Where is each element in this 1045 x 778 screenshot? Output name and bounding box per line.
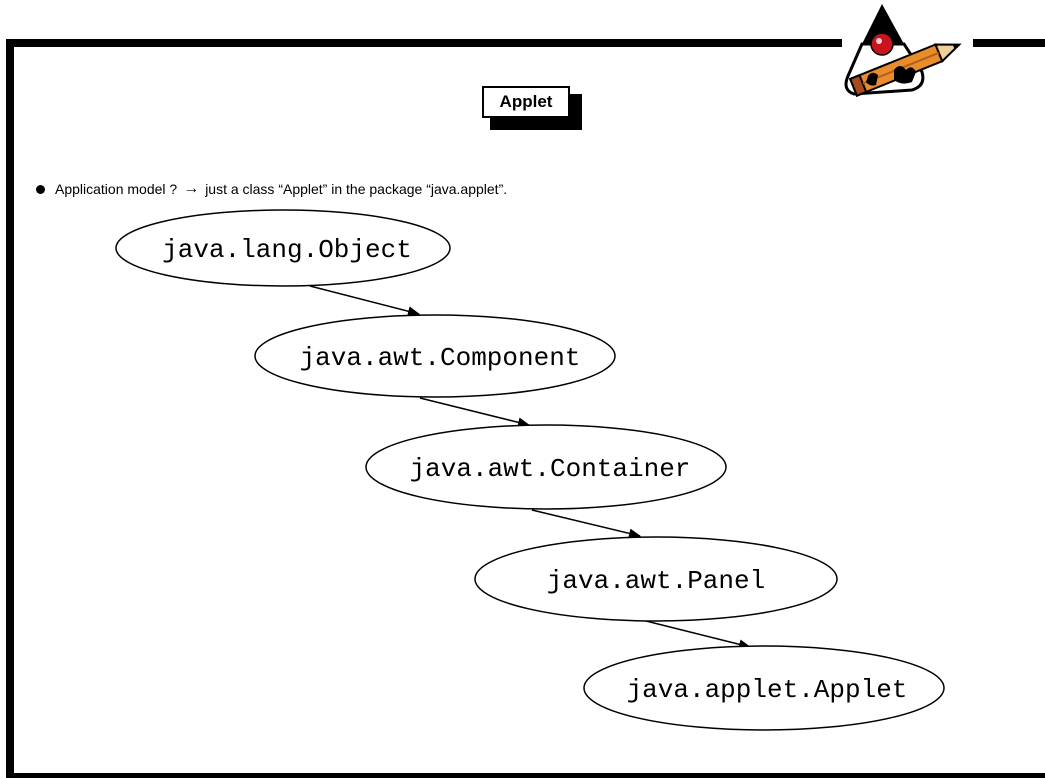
inheritance-edge (531, 509, 641, 539)
class-node-java-awt-panel: java.awt.Panel (474, 536, 838, 622)
slide-title: Applet (499, 92, 553, 111)
bullet-item: Application model ? → just a class “Appl… (36, 180, 507, 198)
bullet-text-before-arrow: Application model ? (55, 181, 178, 197)
title-box: Applet (482, 86, 570, 118)
node-label: java.awt.Component (300, 343, 581, 373)
slide-frame-bottom (6, 773, 1045, 778)
node-label: java.applet.Applet (627, 675, 908, 705)
inheritance-edge (641, 619, 751, 650)
class-node-java-lang-object: java.lang.Object (115, 209, 451, 287)
class-node-java-awt-container: java.awt.Container (365, 424, 727, 510)
java-duke-pencil-icon (838, 2, 972, 100)
bullet-text-after-arrow: just a class “Applet” in the package “ja… (205, 181, 508, 197)
slide-frame-left (6, 39, 14, 778)
node-label: java.awt.Container (410, 454, 691, 484)
bullet-dot-icon (36, 184, 45, 194)
slide-frame-top (6, 39, 842, 47)
class-node-java-awt-component: java.awt.Component (254, 314, 616, 398)
node-label: java.lang.Object (162, 235, 412, 265)
inheritance-edge (419, 397, 530, 428)
node-label: java.awt.Panel (547, 566, 765, 596)
slide-frame-top-right (973, 39, 1045, 47)
inheritance-edge (309, 285, 420, 317)
right-arrow-icon: → (183, 180, 200, 197)
class-node-java-applet-applet: java.applet.Applet (583, 645, 945, 731)
